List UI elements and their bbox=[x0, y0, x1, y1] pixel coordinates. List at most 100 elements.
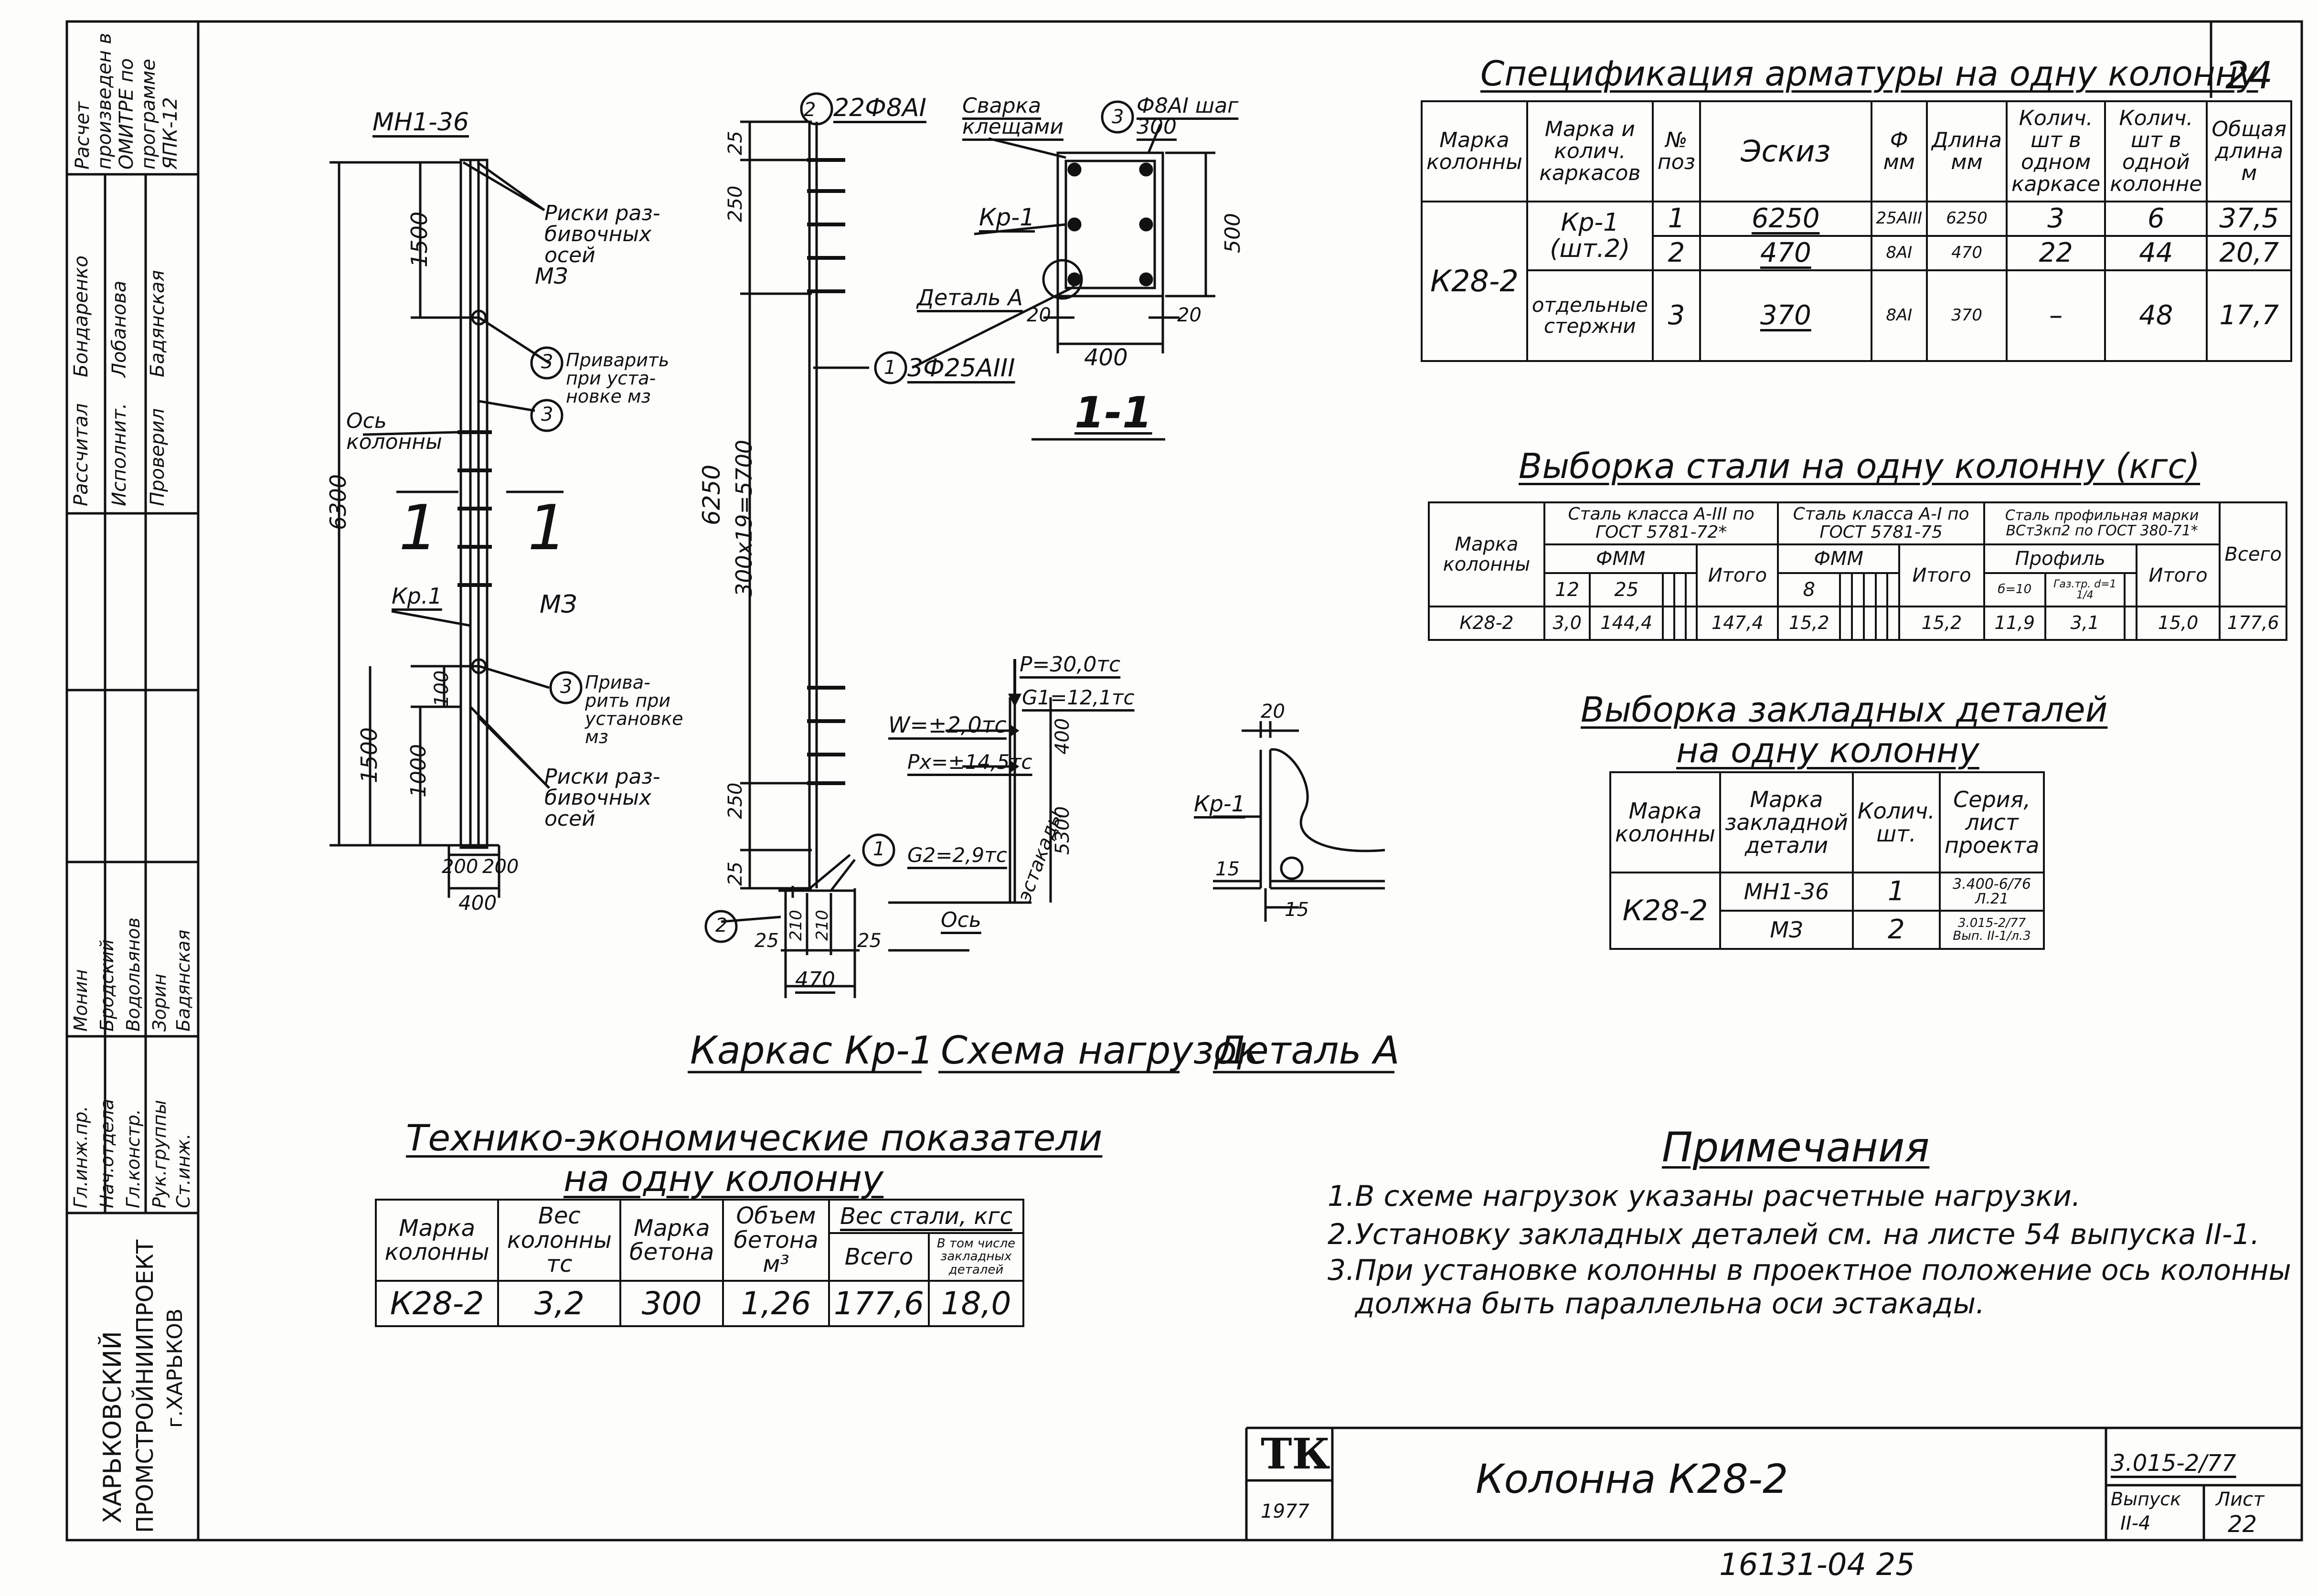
table-row: К28-2 3,2 300 1,26 177,6 18,0 bbox=[374, 1280, 1024, 1327]
steel-empty bbox=[1662, 572, 1675, 607]
load-w: W=±2,0тс bbox=[888, 712, 1007, 738]
spec-per-frame: 3 bbox=[2005, 201, 2106, 237]
tech-v-embedded: 18,0 bbox=[928, 1280, 1024, 1327]
steel-vp2: 3,1 bbox=[2044, 605, 2126, 641]
emb-detail: МЗ bbox=[1719, 910, 1854, 950]
side-name-2: Водольянов bbox=[123, 917, 144, 1032]
dim-210-b: 210 bbox=[813, 910, 832, 941]
sheet-corner-number: 24 bbox=[2225, 54, 2273, 97]
dim-1500-bottom: 1500 bbox=[356, 727, 382, 783]
dim-210-a: 210 bbox=[787, 910, 806, 941]
steel-empty bbox=[1684, 572, 1698, 607]
label-bar-1: 3Ф25АIII bbox=[907, 354, 1015, 383]
stamp-series: 3.015-2/77 bbox=[2111, 1450, 2236, 1477]
spec-table: Марка колонны Марка и колич. каркасов № … bbox=[1421, 100, 2292, 362]
dim-200-left: 200 bbox=[442, 856, 478, 878]
side-name2-1: Лобанова bbox=[108, 280, 130, 377]
callout-2-load: 2 bbox=[715, 915, 728, 936]
steel-row-mark: К28-2 bbox=[1428, 605, 1545, 641]
callout-3-c: 3 bbox=[560, 676, 573, 698]
dim-6300: 6300 bbox=[325, 474, 351, 530]
spec-pos: 2 bbox=[1651, 235, 1701, 271]
spec-per-col: 6 bbox=[2104, 201, 2208, 237]
steel-empty bbox=[2124, 605, 2137, 641]
tech-h-volume: Объем бетона м³ bbox=[722, 1199, 830, 1282]
spec-column-mark: К28-2 bbox=[1421, 201, 1528, 362]
side-org-2: ПРОМСТРОЙНИИПРОЕКТ bbox=[132, 1239, 159, 1533]
stamp-sheet: 22 bbox=[2228, 1511, 2257, 1538]
stamp-logo: ТК bbox=[1261, 1429, 1330, 1479]
tech-table: Марка колонны Вес колонны тс Марка бетон… bbox=[374, 1199, 1024, 1327]
spec-per-frame: – bbox=[2005, 269, 2106, 362]
side-role-3: Рук.группы bbox=[149, 1100, 170, 1208]
side-role2-2: Проверил bbox=[147, 408, 169, 506]
spec-dia: 25AIII bbox=[1870, 201, 1928, 237]
label-bar-3: Ф8АI шаг 300 bbox=[1137, 94, 1239, 139]
steel-empty bbox=[1886, 605, 1901, 641]
side-name2-0: Бондаренко bbox=[70, 255, 92, 377]
emb-h-detail: Марка закладной детали bbox=[1719, 771, 1854, 873]
spec-len: 6250 bbox=[1926, 201, 2008, 237]
spec-h-frames: Марка и колич. каркасов bbox=[1526, 100, 1654, 202]
dim-500: 500 bbox=[1221, 213, 1245, 253]
steel-t3: 15,0 bbox=[2135, 605, 2221, 641]
steel-h-a1: Сталь класса А-I по ГОСТ 5781-75 bbox=[1777, 501, 1985, 545]
steel-d25: 25 bbox=[1589, 572, 1664, 607]
callout-1-mid: 1 bbox=[884, 357, 896, 379]
dim-400-section: 400 bbox=[1084, 344, 1128, 371]
side-name-4: Бадянская bbox=[173, 929, 194, 1032]
dim-1500-top: 1500 bbox=[406, 211, 432, 267]
side-role-2: Гл.констр. bbox=[123, 1109, 144, 1208]
embedded-title-1: Выборка закладных деталей bbox=[1581, 690, 2108, 730]
dim-250-top: 250 bbox=[724, 185, 746, 222]
stamp-name: Колонна К28-2 bbox=[1476, 1456, 1788, 1502]
callout-3-a: 3 bbox=[541, 351, 553, 373]
table-row: отдельные стержни 3 370 8AI 370 – 48 17,… bbox=[1422, 269, 2292, 362]
footer-code: 16131-04 25 bbox=[1719, 1547, 1915, 1583]
emb-qty: 1 bbox=[1851, 872, 1941, 912]
dim-6250: 6250 bbox=[698, 464, 725, 525]
spec-sketch: 470 bbox=[1699, 235, 1872, 271]
label-mn: МН1-36 bbox=[372, 108, 469, 137]
steel-d12: 12 bbox=[1543, 572, 1591, 607]
side-org-3: г.ХАРЬКОВ bbox=[163, 1308, 187, 1428]
steel-t2: 15,2 bbox=[1898, 605, 1985, 641]
dim-250-bottom: 250 bbox=[724, 782, 746, 819]
steel-empty bbox=[1839, 605, 1853, 641]
steel-h-profile: Профиль bbox=[1983, 543, 2137, 574]
tech-h-embedded: В том числе закладных деталей bbox=[928, 1232, 1024, 1282]
label-m3-bottom: МЗ bbox=[540, 590, 577, 619]
steel-t1: 147,4 bbox=[1696, 605, 1779, 641]
steel-empty bbox=[1673, 572, 1687, 607]
label-kp1-detail: Кр-1 bbox=[1194, 791, 1245, 817]
emb-qty: 2 bbox=[1851, 910, 1941, 950]
note-1: 1.В схеме нагрузок указаны расчетные наг… bbox=[1328, 1180, 2081, 1213]
caption-detail: Деталь А bbox=[1215, 1028, 1400, 1073]
label-detail-a: Деталь А bbox=[917, 285, 1023, 310]
spec-sketch: 370 bbox=[1699, 269, 1872, 362]
tech-title-2: на одну колонну bbox=[564, 1157, 884, 1200]
steel-empty bbox=[2124, 572, 2137, 607]
spec-per-col: 44 bbox=[2104, 235, 2208, 271]
label-axis: Ось колонны bbox=[346, 409, 442, 454]
side-role2-0: Рассчитал bbox=[70, 403, 92, 506]
outer-frame bbox=[65, 20, 2303, 1542]
steel-empty bbox=[1862, 605, 1877, 641]
dim-15-detail-b: 15 bbox=[1285, 899, 1309, 921]
steel-h-fmm-a3: ФММ bbox=[1543, 543, 1698, 574]
dim-25-top: 25 bbox=[724, 131, 746, 155]
emb-h-qty: Колич. шт. bbox=[1851, 771, 1941, 873]
steel-d8: 8 bbox=[1777, 572, 1841, 607]
dim-20-detail: 20 bbox=[1261, 701, 1285, 723]
steel-title: Выборка стали на одну колонну (кгс) bbox=[1519, 446, 2201, 486]
table-row: МЗ 2 3.015-2/77 Вып. II-1/л.3 bbox=[1610, 910, 2045, 950]
tech-v-weight: 3,2 bbox=[497, 1280, 622, 1327]
spec-pos: 3 bbox=[1651, 269, 1701, 362]
spec-h-mark: Марка колонны bbox=[1421, 100, 1528, 202]
steel-empty bbox=[1850, 572, 1865, 607]
label-risks-top: Риски раз- бивочных осей bbox=[544, 201, 660, 267]
emb-series: 3.400-6/76 Л.21 bbox=[1938, 872, 2045, 912]
tech-v-concrete: 300 bbox=[619, 1280, 724, 1327]
side-name-0: Монин bbox=[70, 969, 91, 1032]
